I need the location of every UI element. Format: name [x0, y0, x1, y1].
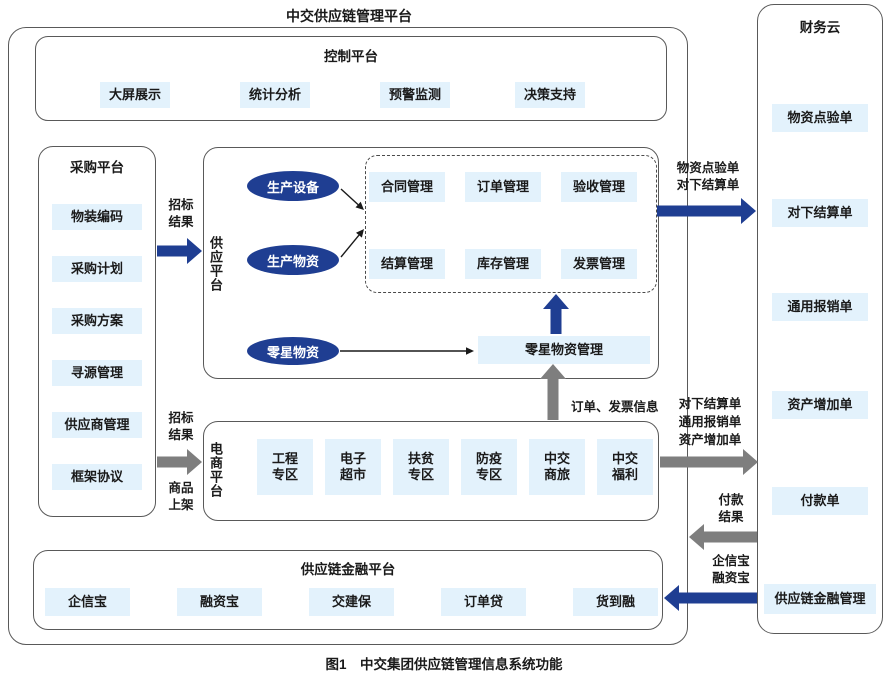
control-item-big-screen: 大屏展示: [100, 82, 170, 108]
label-bid-result-top: 招标 结果: [168, 198, 194, 229]
label-finance-products: 企信宝 融资宝: [712, 554, 750, 585]
diagram-title: 中交供应链管理平台: [286, 8, 412, 24]
oval-production-materials: 生产物资: [247, 245, 339, 275]
module-settlement: 结算管理: [369, 249, 445, 279]
finance-item-rongzibao: 融资宝: [177, 588, 262, 616]
oval-production-equipment: 生产设备: [247, 171, 339, 201]
control-item-warning: 预警监测: [380, 82, 450, 108]
procurement-platform-title: 采购平台: [70, 160, 124, 175]
finance-item-huodaorong: 货到融: [573, 588, 658, 616]
ecom-item-travel: 中交 商旅: [529, 439, 585, 495]
figure-caption: 图1 中交集团供应链管理信息系统功能: [325, 657, 563, 672]
finance-item-jiaojianbao: 交建保: [309, 588, 394, 616]
module-invoice: 发票管理: [561, 249, 637, 279]
label-ecom-to-cloud: 对下结算单 通用报销单 资产增加单: [678, 397, 742, 447]
ecommerce-platform-title: 电商平台: [208, 442, 223, 498]
ecom-item-esupermarket: 电子 超市: [325, 439, 381, 495]
cloud-item-asset: 资产增加单: [772, 391, 868, 419]
procurement-item-plan: 采购计划: [52, 256, 142, 282]
label-supply-to-cloud: 物资点验单 对下结算单: [676, 161, 740, 192]
control-item-decision: 决策支持: [515, 82, 585, 108]
cloud-item-inspection: 物资点验单: [772, 104, 868, 132]
supply-platform-title: 供应平台: [208, 236, 223, 292]
supply-modules-group: [365, 155, 657, 293]
module-inventory: 库存管理: [465, 249, 541, 279]
label-goods-listing: 商品 上架: [168, 481, 194, 512]
procurement-item-sourcing: 寻源管理: [52, 360, 142, 386]
label-bid-result-bottom: 招标 结果: [168, 411, 194, 442]
module-order: 订单管理: [465, 172, 541, 202]
ecom-item-engineering: 工程 专区: [257, 439, 313, 495]
sporadic-materials-management-box: 零星物资管理: [478, 336, 650, 364]
finance-cloud-title: 财务云: [799, 20, 841, 35]
oval-sporadic-materials: 零星物资: [247, 337, 339, 365]
finance-item-dingdandai: 订单贷: [441, 588, 526, 616]
label-order-invoice: 订单、发票信息: [571, 400, 659, 414]
finance-item-qixinbao: 企信宝: [45, 588, 130, 616]
procurement-item-framework: 框架协议: [52, 464, 142, 490]
arrow-cloud-to-platform: [689, 524, 757, 550]
ecom-item-poverty: 扶贫 专区: [393, 439, 449, 495]
control-platform-title: 控制平台: [324, 49, 378, 64]
cloud-item-reimbursement: 通用报销单: [772, 293, 868, 321]
label-payment-result: 付款 结果: [718, 493, 744, 524]
cloud-item-payment: 付款单: [772, 487, 868, 515]
cloud-item-finance-mgmt: 供应链金融管理: [764, 584, 876, 614]
module-contract: 合同管理: [369, 172, 445, 202]
ecom-item-epidemic: 防疫 专区: [461, 439, 517, 495]
ecom-item-welfare: 中交 福利: [597, 439, 653, 495]
procurement-item-scheme: 采购方案: [52, 308, 142, 334]
cloud-item-settlement: 对下结算单: [772, 199, 868, 227]
control-item-statistics: 统计分析: [240, 82, 310, 108]
finance-platform-title: 供应链金融平台: [300, 562, 396, 577]
module-acceptance: 验收管理: [561, 172, 637, 202]
procurement-item-coding: 物装编码: [52, 204, 142, 230]
procurement-item-supplier: 供应商管理: [52, 412, 142, 438]
